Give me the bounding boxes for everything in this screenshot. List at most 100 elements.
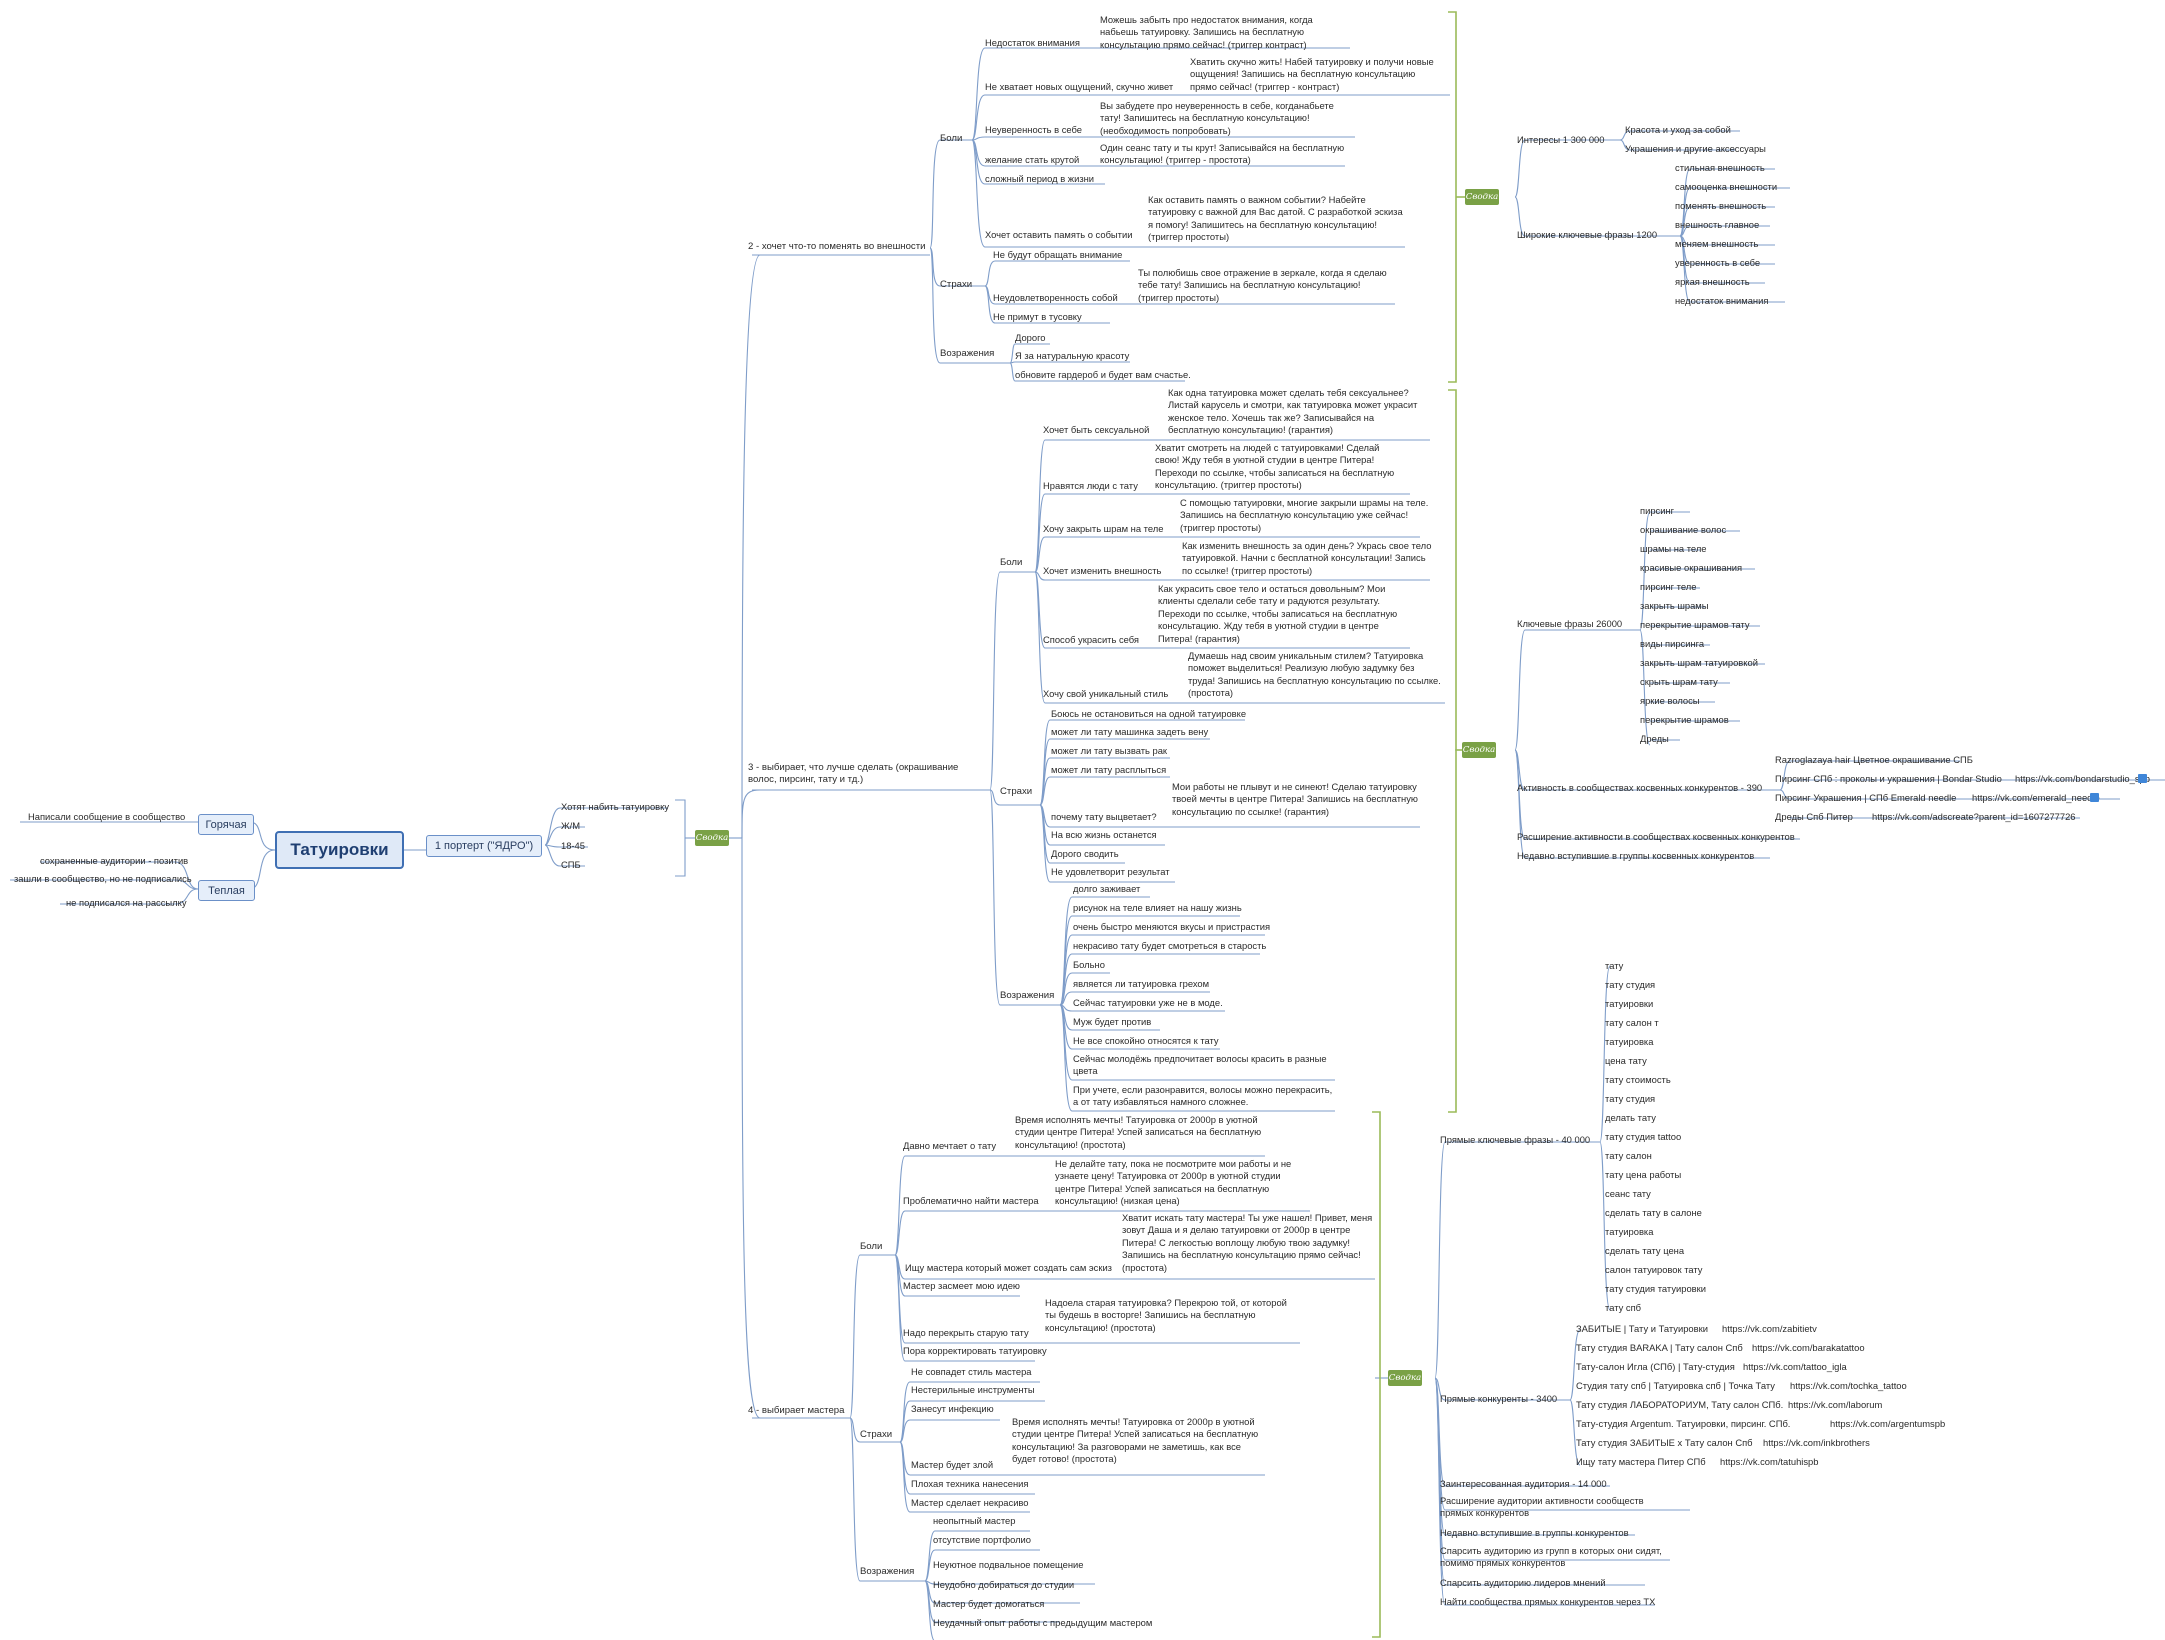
objection-item[interactable]: Неудобно добираться до студии (933, 1579, 1075, 1590)
community-url[interactable]: https://vk.com/bondarstudio_spb (2015, 773, 2150, 784)
objection-item[interactable]: Не все спокойно относятся к тату (1073, 1035, 1219, 1046)
objection-item[interactable]: рисунок на теле влияет на нашу жизнь (1073, 902, 1242, 913)
interest-item[interactable]: Красота и уход за собой (1625, 124, 1731, 135)
ad-text[interactable]: Один сеанс тату и ты крут! Записывайся н… (1100, 142, 1345, 166)
ad-text[interactable]: Можешь забыть про недостаток внимания, к… (1100, 14, 1313, 50)
pain-item[interactable]: Мастер засмеет мою идею (903, 1280, 1020, 1291)
keyword-item[interactable]: скрыть шрам тату (1640, 676, 1718, 687)
summary-badge-2[interactable]: Сводка (1462, 742, 1496, 758)
objection-item[interactable]: Я за натуральную красоту (1015, 350, 1130, 361)
community-name[interactable]: Razroglazaya hair Цветное окрашивание СП… (1775, 754, 1973, 765)
fear-item[interactable]: Занесут инфекцию (911, 1403, 994, 1414)
keyword-item[interactable]: тату студия (1605, 979, 1656, 990)
keyword-item[interactable]: тату студия (1605, 1093, 1656, 1104)
portrait-item[interactable]: СПБ (561, 859, 581, 870)
objection-item[interactable]: Сейчас татуировки уже не в моде. (1073, 997, 1223, 1008)
fear-item[interactable]: Не будут обращать внимание (993, 249, 1123, 260)
fears-label[interactable]: Страхи (860, 1429, 893, 1440)
pains-label[interactable]: Боли (940, 133, 963, 144)
fear-item[interactable]: может ли тату расплыться (1051, 764, 1167, 775)
objection-item[interactable]: обновите гардероб и будет вам счастье. (1015, 369, 1191, 380)
pain-item[interactable]: Недостаток внимания (985, 37, 1080, 48)
keyword-item[interactable]: салон татуировок тату (1605, 1264, 1703, 1275)
fear-item[interactable]: Плохая техника нанесения (911, 1478, 1029, 1489)
keyword-item[interactable]: сеанс тату (1605, 1188, 1651, 1199)
pain-item[interactable]: Хочет оставить память о событии (985, 229, 1133, 240)
objection-item[interactable]: Муж будет против (1073, 1016, 1152, 1027)
summary-extra[interactable]: Найти сообщества прямых конкурентов чере… (1440, 1596, 1656, 1607)
keyword-item[interactable]: тату спб (1605, 1302, 1642, 1313)
objection-item[interactable]: Неудачный опыт работы с предыдущим масте… (933, 1617, 1153, 1628)
ad-text[interactable]: Как изменить внешность за один день? Укр… (1182, 540, 1432, 576)
portrait-item[interactable]: 18-45 (561, 840, 585, 851)
pain-item[interactable]: Хочу закрыть шрам на теле (1043, 523, 1164, 534)
branch-title[interactable]: 3 - выбирает, что лучше сделать (окрашив… (748, 762, 959, 786)
keyword-item[interactable]: недостаток внимания (1675, 295, 1769, 306)
community-url[interactable]: https://vk.com/adscreate?parent_id=16072… (1872, 811, 2076, 822)
objection-item[interactable]: очень быстро меняются вкусы и пристрасти… (1073, 921, 1271, 932)
ad-text[interactable]: Ты полюбишь свое отражение в зеркале, ко… (1138, 267, 1387, 303)
keyword-item[interactable]: татуировка (1605, 1226, 1654, 1237)
competitor-url[interactable]: https://vk.com/inkbrothers (1763, 1437, 1870, 1448)
interest-item[interactable]: Украшения и другие аксессуары (1625, 143, 1766, 154)
root-node[interactable]: Татуировки (275, 831, 404, 869)
objection-item[interactable]: отсутствие портфолио (933, 1534, 1032, 1545)
keyword-item[interactable]: яркие волосы (1640, 695, 1700, 706)
ad-text[interactable]: Думаешь над своим уникальным стилем? Тат… (1188, 650, 1441, 699)
ad-text[interactable]: Хватит искать тату мастера! Ты уже нашел… (1122, 1212, 1373, 1273)
portrait-item[interactable]: Ж/М (561, 820, 581, 831)
keyword-item[interactable]: перекрытие шрамов тату (1640, 619, 1750, 630)
fear-item[interactable]: Не примут в тусовку (993, 311, 1082, 322)
keyword-item[interactable]: тату салон (1605, 1150, 1652, 1161)
keyword-item[interactable]: виды пирсинга (1640, 638, 1705, 649)
pain-item[interactable]: желание стать крутой (985, 154, 1080, 165)
competitor-url[interactable]: https://vk.com/laborum (1788, 1399, 1883, 1410)
competitor-url[interactable]: https://vk.com/argentumspb (1830, 1418, 1946, 1429)
fears-label[interactable]: Страхи (940, 279, 973, 290)
fear-item[interactable]: Боюсь не остановиться на одной татуировк… (1051, 708, 1247, 719)
fear-item[interactable]: Нестерильные инструменты (911, 1384, 1035, 1395)
pain-item[interactable]: Способ украсить себя (1043, 634, 1140, 645)
summary-extra[interactable]: Заинтересованная аудитория - 14 000 (1440, 1478, 1607, 1489)
summary-label[interactable]: Прямые ключевые фразы - 40 000 (1440, 1134, 1591, 1145)
summary-label[interactable]: Интересы 1 300 000 (1517, 134, 1605, 145)
competitor-name[interactable]: Студия тату спб | Татуировка спб | Точка… (1576, 1380, 1775, 1391)
objection-item[interactable]: некрасиво тату будет смотреться в старос… (1073, 940, 1267, 951)
pain-item[interactable]: Давно мечтает о тату (903, 1140, 997, 1151)
objection-item[interactable]: Дорого (1015, 332, 1046, 343)
keyword-item[interactable]: сделать тату цена (1605, 1245, 1685, 1256)
pain-item[interactable]: Надо перекрыть старую тату (903, 1327, 1029, 1338)
keyword-item[interactable]: татуировки (1605, 998, 1654, 1009)
ad-text[interactable]: Как одна татуировка может сделать тебя с… (1168, 387, 1418, 436)
pain-item[interactable]: сложный период в жизни (985, 173, 1095, 184)
ad-text[interactable]: Мои работы не плывут и не синеют! Сделаю… (1172, 781, 1418, 817)
warm-item[interactable]: зашли в сообщество, но не подписались (14, 873, 192, 884)
branch-title[interactable]: 4 - выбирает мастера (748, 1405, 845, 1416)
summary-extra[interactable]: Спарсить аудиторию из групп в которых он… (1440, 1545, 1662, 1569)
competitor-name[interactable]: Тату студия ЛАБОРАТОРИУМ, Тату салон СПб… (1576, 1399, 1784, 1410)
ad-text[interactable]: Время исполнять мечты! Татуировка от 200… (1012, 1416, 1259, 1465)
competitor-name[interactable]: Тату студия BARAKA | Тату салон Спб (1576, 1342, 1743, 1353)
competitor-url[interactable]: https://vk.com/barakatattoo (1752, 1342, 1865, 1353)
objection-item[interactable]: При учете, если разонравится, волосы мож… (1073, 1084, 1333, 1108)
ad-text[interactable]: Хватит смотреть на людей с татуировками!… (1155, 442, 1395, 491)
keyword-item[interactable]: Дреды (1640, 733, 1669, 744)
fear-item[interactable]: Дорого сводить (1051, 848, 1119, 859)
keyword-item[interactable]: тату салон т (1605, 1017, 1659, 1028)
competitor-name[interactable]: Тату-студия Argentum. Татуировки, пирсин… (1576, 1418, 1791, 1429)
fear-item[interactable]: На всю жизнь останется (1051, 829, 1157, 840)
summary-label[interactable]: Ключевые фразы 26000 (1517, 618, 1623, 629)
ad-text[interactable]: Время исполнять мечты! Татуировка от 200… (1015, 1114, 1262, 1150)
keyword-item[interactable]: сделать тату в салоне (1605, 1207, 1702, 1218)
keyword-item[interactable]: тату (1605, 960, 1624, 971)
objection-item[interactable]: Неуютное подвальное помещение (933, 1559, 1084, 1570)
objection-item[interactable]: Мастер будет домогаться (933, 1598, 1045, 1609)
pains-label[interactable]: Боли (860, 1241, 883, 1252)
fear-item[interactable]: может ли тату машинка задеть вену (1051, 726, 1209, 737)
keyword-item[interactable]: внешность главное (1675, 219, 1760, 230)
ad-text[interactable]: Надоела старая татуировка? Перекрою той,… (1045, 1297, 1287, 1333)
summary-extra[interactable]: Спарсить аудиторию лидеров мнений (1440, 1577, 1606, 1588)
pain-item[interactable]: Хочет быть сексуальной (1043, 424, 1150, 435)
competitor-name[interactable]: ЗАБИТЫЕ | Тату и Татуировки (1576, 1323, 1708, 1334)
warm-item[interactable]: сохраненные аудитории - позитив (40, 855, 189, 866)
